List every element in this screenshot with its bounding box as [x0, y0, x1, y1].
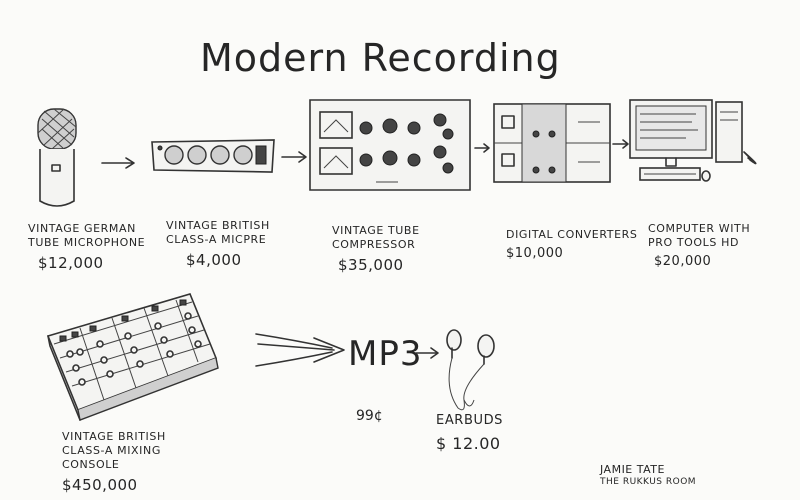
arrow-right-icon	[101, 157, 135, 169]
mic-preamp-icon	[151, 139, 275, 173]
signature-name: Jamie Tate	[600, 463, 665, 476]
mp3-price: 99¢	[356, 408, 383, 424]
page-title: Modern Recording	[200, 36, 561, 80]
computer-item: Computer With Pro Tools HD $20,000	[648, 222, 750, 269]
arrow-right-icon	[281, 151, 307, 163]
arrow-right-icon	[415, 347, 439, 359]
item-price: $450,000	[62, 476, 138, 494]
mp3-label: MP3	[348, 334, 423, 374]
converters-item: Digital Converters $10,000	[506, 228, 637, 261]
item-label: Computer With	[648, 222, 751, 235]
arrow-right-icon	[474, 143, 490, 153]
earbuds-item: Earbuds $ 12.00	[436, 413, 504, 454]
item-label: Class-A MicPre	[166, 233, 267, 246]
item-label: Vintage British	[62, 430, 166, 443]
computer-icon	[629, 99, 757, 182]
microphone-item: Vintage German Tube Microphone $12,000	[28, 222, 145, 272]
compressor-icon	[309, 99, 471, 191]
item-label: Class-A Mixing	[62, 444, 161, 457]
item-label: Vintage British	[166, 219, 270, 232]
converters-icon	[493, 103, 611, 183]
earbuds-icon	[446, 329, 495, 411]
signature-studio: The Rukkus Room	[600, 477, 697, 487]
item-price: $10,000	[506, 246, 564, 261]
microphone-icon	[37, 108, 77, 207]
item-label: Digital Converters	[506, 228, 638, 241]
item-label: Tube Microphone	[28, 236, 146, 249]
item-label: Vintage German	[28, 222, 136, 235]
item-price: $4,000	[186, 251, 242, 269]
compressor-item: Vintage Tube Compressor $35,000	[332, 224, 420, 274]
item-label: Compressor	[332, 238, 416, 251]
signature: Jamie Tate The Rukkus Room	[600, 464, 696, 488]
console-item: Vintage British Class-A Mixing Console $…	[62, 430, 166, 494]
flow-arrow-icon	[255, 333, 345, 367]
item-label: Console	[62, 458, 120, 471]
item-label: Pro Tools HD	[648, 236, 740, 249]
arrow-right-icon	[612, 139, 629, 149]
mic-preamp-item: Vintage British Class-A MicPre $4,000	[166, 219, 270, 269]
item-price: $20,000	[654, 254, 712, 269]
item-label: Earbuds	[436, 413, 504, 428]
item-label: Vintage Tube	[332, 224, 420, 237]
item-price: $35,000	[338, 256, 404, 274]
item-price: $ 12.00	[436, 434, 501, 453]
item-price: $12,000	[38, 254, 104, 272]
mixing-console-icon	[46, 293, 219, 421]
